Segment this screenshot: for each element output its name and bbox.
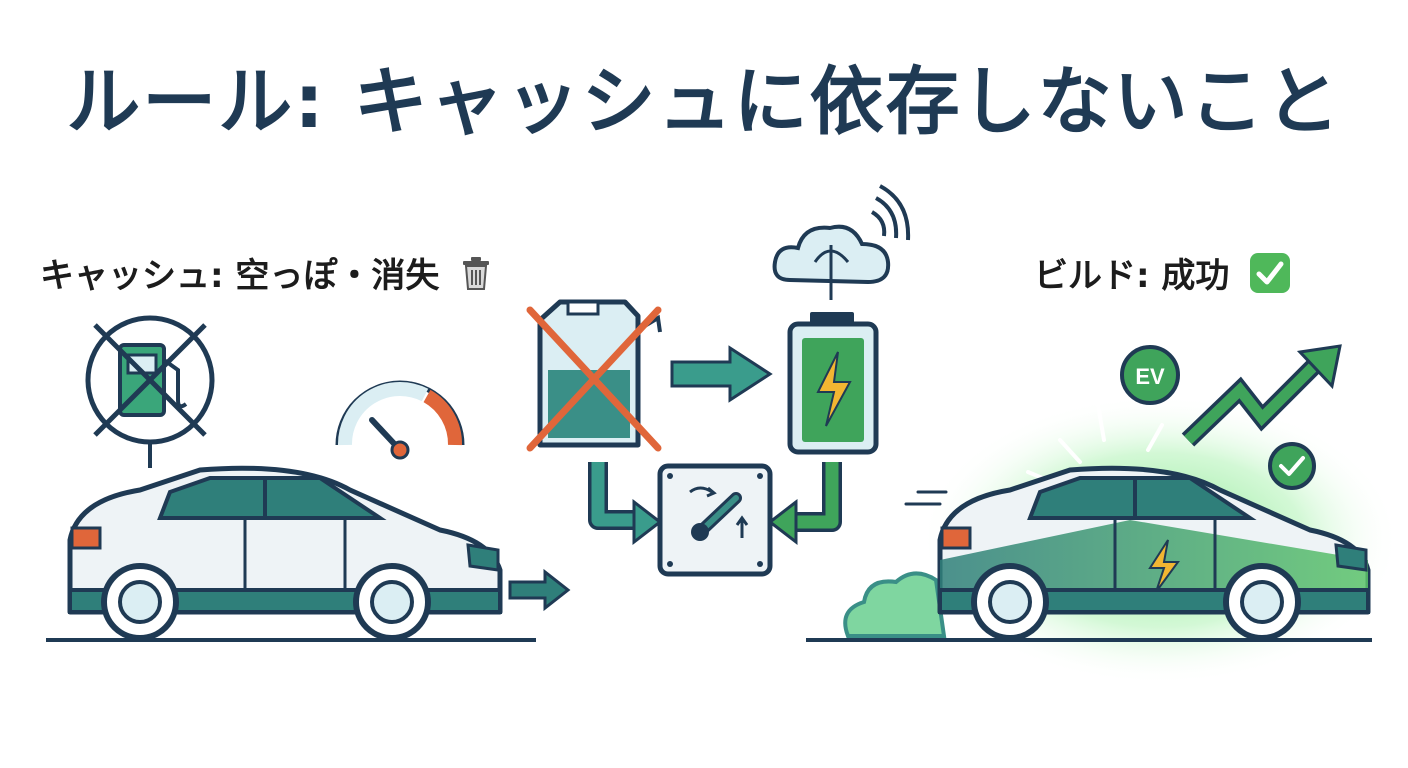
check-box-icon: [1249, 252, 1291, 303]
sparkle-lines: [1026, 403, 1164, 484]
car-white: [67, 465, 503, 641]
build-status-label: ビルド: 成功: [1034, 248, 1291, 303]
cache-status-text: キャッシュ: 空っぽ・消失: [40, 256, 440, 296]
wifi-signal-icon: [870, 184, 911, 241]
trend-up-arrow-icon: [1184, 358, 1322, 444]
car-green: [937, 465, 1371, 641]
cloud-icon: [772, 224, 891, 300]
speed-lines: [904, 490, 948, 506]
ev-badge-text: EV: [1135, 364, 1165, 389]
page-title: ルール: キャッシュに依存しないこと: [66, 59, 1342, 145]
check-circle-icon: [1268, 442, 1316, 490]
build-status-text: ビルド: 成功: [1034, 256, 1230, 296]
fuel-gauge-icon: [335, 380, 465, 460]
toggle-switch-icon: [657, 463, 773, 577]
ev-badge: EV: [1120, 345, 1180, 405]
exhaust-cloud-icon: [843, 571, 947, 638]
no-fuel-sign-icon: [85, 315, 215, 468]
arrow-bend-right-icon: [790, 462, 839, 529]
arrow-right-icon: [508, 568, 571, 612]
cache-status-label: キャッシュ: 空っぽ・消失: [40, 248, 493, 300]
arrow-right-icon: [670, 345, 773, 403]
arrow-bend-left-icon: [591, 462, 640, 527]
battery-charging-icon: [787, 312, 879, 455]
trash-icon: [459, 255, 493, 300]
fuel-can-crossed-icon: [526, 299, 662, 452]
